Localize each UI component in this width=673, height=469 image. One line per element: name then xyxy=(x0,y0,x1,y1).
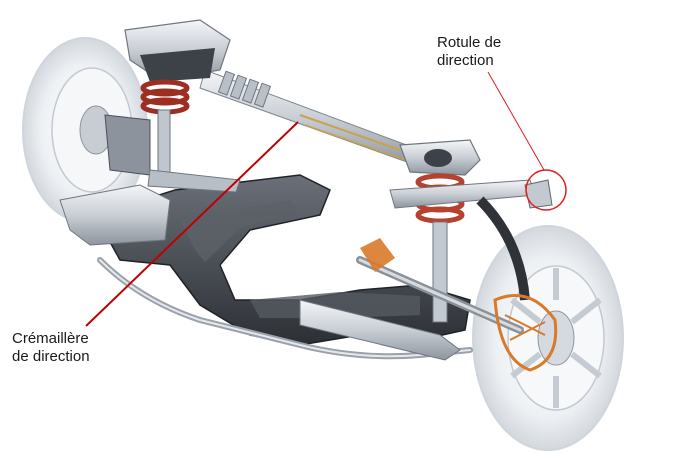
rotule-callout-line xyxy=(487,71,545,171)
label-cremaillere-line2: de direction xyxy=(12,348,90,365)
label-cremaillere-de-direction: Crémaillère de direction xyxy=(12,330,90,366)
label-rotule-de-direction: Rotule de direction xyxy=(437,34,501,70)
right-strut xyxy=(389,139,553,323)
cremaillere-callout-line xyxy=(85,121,299,327)
right-wheel xyxy=(472,225,624,451)
steering-rack xyxy=(199,69,421,167)
label-rotule-line2: direction xyxy=(437,52,494,69)
left-strut xyxy=(59,19,241,246)
lower-control-arm xyxy=(299,299,461,361)
subframe xyxy=(93,174,471,346)
drive-shaft xyxy=(356,238,558,372)
label-rotule-line1: Rotule de xyxy=(437,34,502,51)
label-cremaillere-line1: Crémaillère xyxy=(12,330,89,347)
rotule-callout-circle xyxy=(525,169,567,211)
